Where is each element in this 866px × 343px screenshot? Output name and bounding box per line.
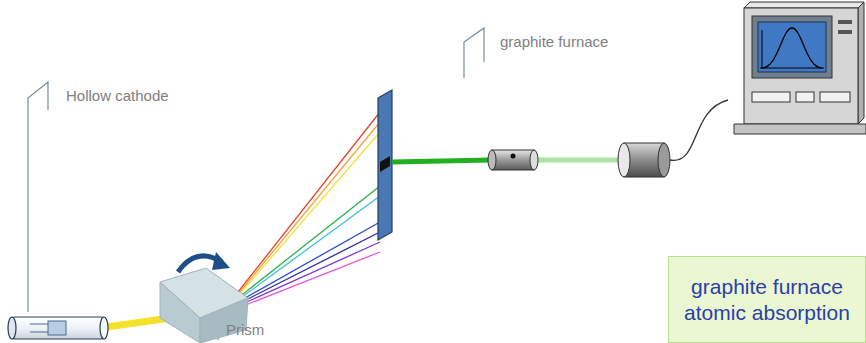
- light-beam: [100, 318, 170, 328]
- leader-line: [28, 28, 484, 340]
- transmitted-beam: [534, 158, 622, 163]
- graphite-furnace: [488, 150, 538, 170]
- callout-label: Hollow cathode: [66, 88, 169, 105]
- hollow-cathode-lamp: [8, 317, 108, 339]
- slit-panel: [378, 90, 392, 240]
- callout-label: Prism: [226, 322, 264, 339]
- selected-beam: [392, 160, 492, 162]
- detector: [618, 143, 670, 177]
- box-title: graphite furnace atomic absorption: [676, 274, 858, 324]
- cable: [670, 100, 728, 160]
- title-box: graphite furnace atomic absorption: [668, 256, 866, 343]
- computer: [734, 2, 866, 134]
- callout-label: graphite furnace: [500, 34, 608, 51]
- dispersed-rays: [238, 112, 380, 308]
